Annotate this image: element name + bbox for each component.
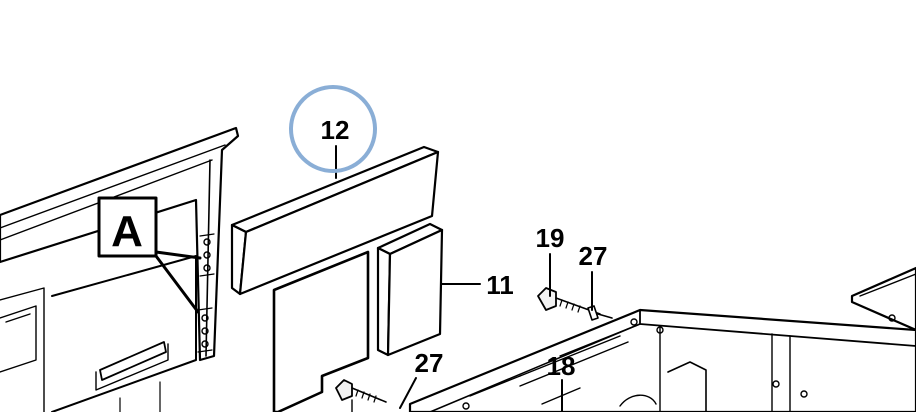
callout-11: 11 xyxy=(486,270,514,300)
callout-27-upper: 27 xyxy=(579,241,608,271)
highlight-circle xyxy=(289,85,377,173)
callout-numbers: 12 11 19 27 27 18 xyxy=(321,115,608,381)
upper-screw xyxy=(537,287,613,321)
callout-18: 18 xyxy=(547,351,576,381)
callout-12: 12 xyxy=(321,115,350,145)
detail-a-callout: A xyxy=(97,196,202,314)
chassis-frame xyxy=(408,308,916,414)
callout-19: 19 xyxy=(536,223,565,253)
part-11-foam-block xyxy=(376,222,444,357)
detail-a-label: A xyxy=(111,207,143,256)
callout-27-lower: 27 xyxy=(415,348,444,378)
lower-screw xyxy=(335,379,387,413)
right-tray xyxy=(850,266,916,332)
part-12-foam-block xyxy=(230,145,440,296)
left-housing-panel xyxy=(0,126,240,413)
